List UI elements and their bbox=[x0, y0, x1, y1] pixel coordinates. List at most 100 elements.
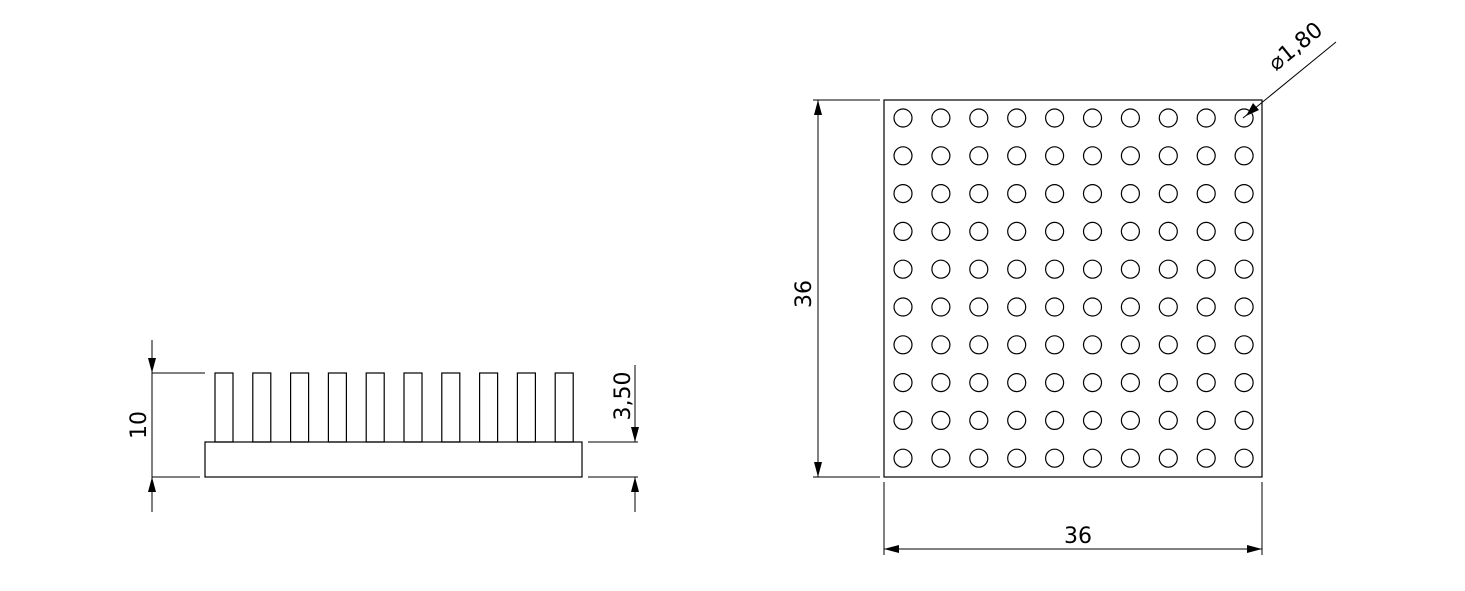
pin-hole bbox=[1120, 108, 1141, 128]
pin-hole bbox=[1158, 297, 1178, 317]
pin-hole bbox=[969, 410, 989, 430]
arrowhead bbox=[148, 477, 156, 492]
pin-hole bbox=[1196, 448, 1216, 468]
pin-hole bbox=[1007, 221, 1027, 241]
pin-hole bbox=[1120, 410, 1141, 430]
pin-hole bbox=[1234, 108, 1254, 128]
heatsink-fin bbox=[214, 372, 234, 443]
pin-hole bbox=[1120, 259, 1141, 279]
arrowhead bbox=[814, 100, 822, 115]
pin-hole bbox=[1082, 373, 1103, 393]
pin-hole bbox=[1158, 448, 1178, 468]
pin-hole bbox=[969, 259, 989, 279]
pin-hole bbox=[1044, 297, 1065, 317]
pin-hole bbox=[1234, 335, 1254, 355]
pin-hole bbox=[931, 297, 951, 317]
pin-hole bbox=[1196, 146, 1216, 166]
pin-hole bbox=[1007, 259, 1027, 279]
heatsink-fin bbox=[365, 372, 385, 443]
heatsink-outline bbox=[883, 99, 1263, 478]
pin-hole bbox=[1234, 146, 1254, 166]
pin-hole bbox=[969, 373, 989, 393]
pin-diameter-callout: ⌀1,80 bbox=[1242, 18, 1337, 119]
pin-hole bbox=[1234, 448, 1254, 468]
pin-hole bbox=[931, 108, 951, 128]
pin-hole bbox=[1082, 184, 1103, 204]
pin-hole bbox=[1158, 335, 1178, 355]
pin-hole bbox=[1234, 297, 1254, 317]
pin-hole bbox=[1120, 448, 1141, 468]
pin-hole bbox=[1120, 146, 1141, 166]
heatsink-fin bbox=[441, 372, 461, 443]
pin-hole bbox=[931, 410, 951, 430]
leader-line bbox=[1242, 41, 1337, 119]
pin-hole bbox=[893, 335, 913, 355]
pin-hole bbox=[1158, 221, 1178, 241]
pin-hole bbox=[969, 335, 989, 355]
pin-hole bbox=[931, 184, 951, 204]
pin-hole bbox=[1044, 184, 1065, 204]
heatsink-fin bbox=[516, 372, 537, 443]
pin-hole bbox=[1120, 335, 1141, 355]
pin-hole bbox=[1007, 373, 1027, 393]
pin-hole bbox=[1007, 335, 1027, 355]
pin-hole bbox=[1196, 373, 1216, 393]
arrowhead bbox=[148, 358, 156, 373]
pin-hole bbox=[1082, 410, 1103, 430]
pin-hole bbox=[1082, 221, 1103, 241]
pin-hole bbox=[1007, 410, 1027, 430]
pin-hole bbox=[1120, 221, 1141, 241]
top-view: 36 36 ⌀1,80 bbox=[792, 18, 1337, 555]
pin-hole bbox=[1007, 448, 1027, 468]
heatsink-fins bbox=[214, 372, 574, 443]
pin-hole bbox=[1234, 221, 1254, 241]
pin-hole bbox=[1158, 146, 1178, 166]
arrowhead bbox=[884, 545, 899, 553]
pin-hole bbox=[1007, 108, 1027, 128]
pin-hole bbox=[1044, 335, 1065, 355]
side-view: 10 3,50 bbox=[127, 340, 639, 512]
pin-hole bbox=[1120, 184, 1141, 204]
pin-hole bbox=[969, 146, 989, 166]
pin-hole bbox=[1082, 146, 1103, 166]
pin-hole bbox=[1044, 448, 1065, 468]
pin-hole bbox=[1196, 108, 1216, 128]
pin-hole bbox=[893, 259, 913, 279]
pin-hole bbox=[1044, 373, 1065, 393]
pin-hole bbox=[931, 335, 951, 355]
pin-hole bbox=[1234, 410, 1254, 430]
pin-hole bbox=[1082, 297, 1103, 317]
base-thickness-dimension: 3,50 bbox=[588, 365, 639, 512]
pin-hole bbox=[1044, 259, 1065, 279]
pin-hole bbox=[931, 448, 951, 468]
pin-hole bbox=[969, 184, 989, 204]
heatsink-fin bbox=[290, 372, 310, 443]
pin-hole bbox=[893, 410, 913, 430]
pin-hole bbox=[1044, 410, 1065, 430]
pin-hole bbox=[893, 448, 913, 468]
pin-hole bbox=[1234, 373, 1254, 393]
pin-hole bbox=[1044, 108, 1065, 128]
arrowhead bbox=[631, 477, 639, 492]
pin-hole bbox=[893, 108, 913, 128]
pin-hole bbox=[1196, 259, 1216, 279]
heatsink-base bbox=[204, 441, 583, 478]
pin-hole bbox=[1158, 410, 1178, 430]
pin-hole bbox=[1158, 373, 1178, 393]
pin-hole bbox=[1007, 146, 1027, 166]
overall-height-label: 10 bbox=[127, 411, 152, 439]
pin-hole bbox=[931, 146, 951, 166]
pin-hole bbox=[969, 448, 989, 468]
pin-hole bbox=[1234, 259, 1254, 279]
pin-hole bbox=[893, 221, 913, 241]
pin-hole bbox=[931, 373, 951, 393]
pin-hole bbox=[931, 221, 951, 241]
overall-height-dimension: 10 bbox=[127, 340, 205, 512]
pin-hole bbox=[1082, 448, 1103, 468]
heatsink-fin bbox=[252, 372, 272, 443]
arrowhead bbox=[631, 427, 639, 442]
pin-hole bbox=[1196, 410, 1216, 430]
arrowhead bbox=[814, 462, 822, 477]
pin-hole bbox=[969, 108, 989, 128]
